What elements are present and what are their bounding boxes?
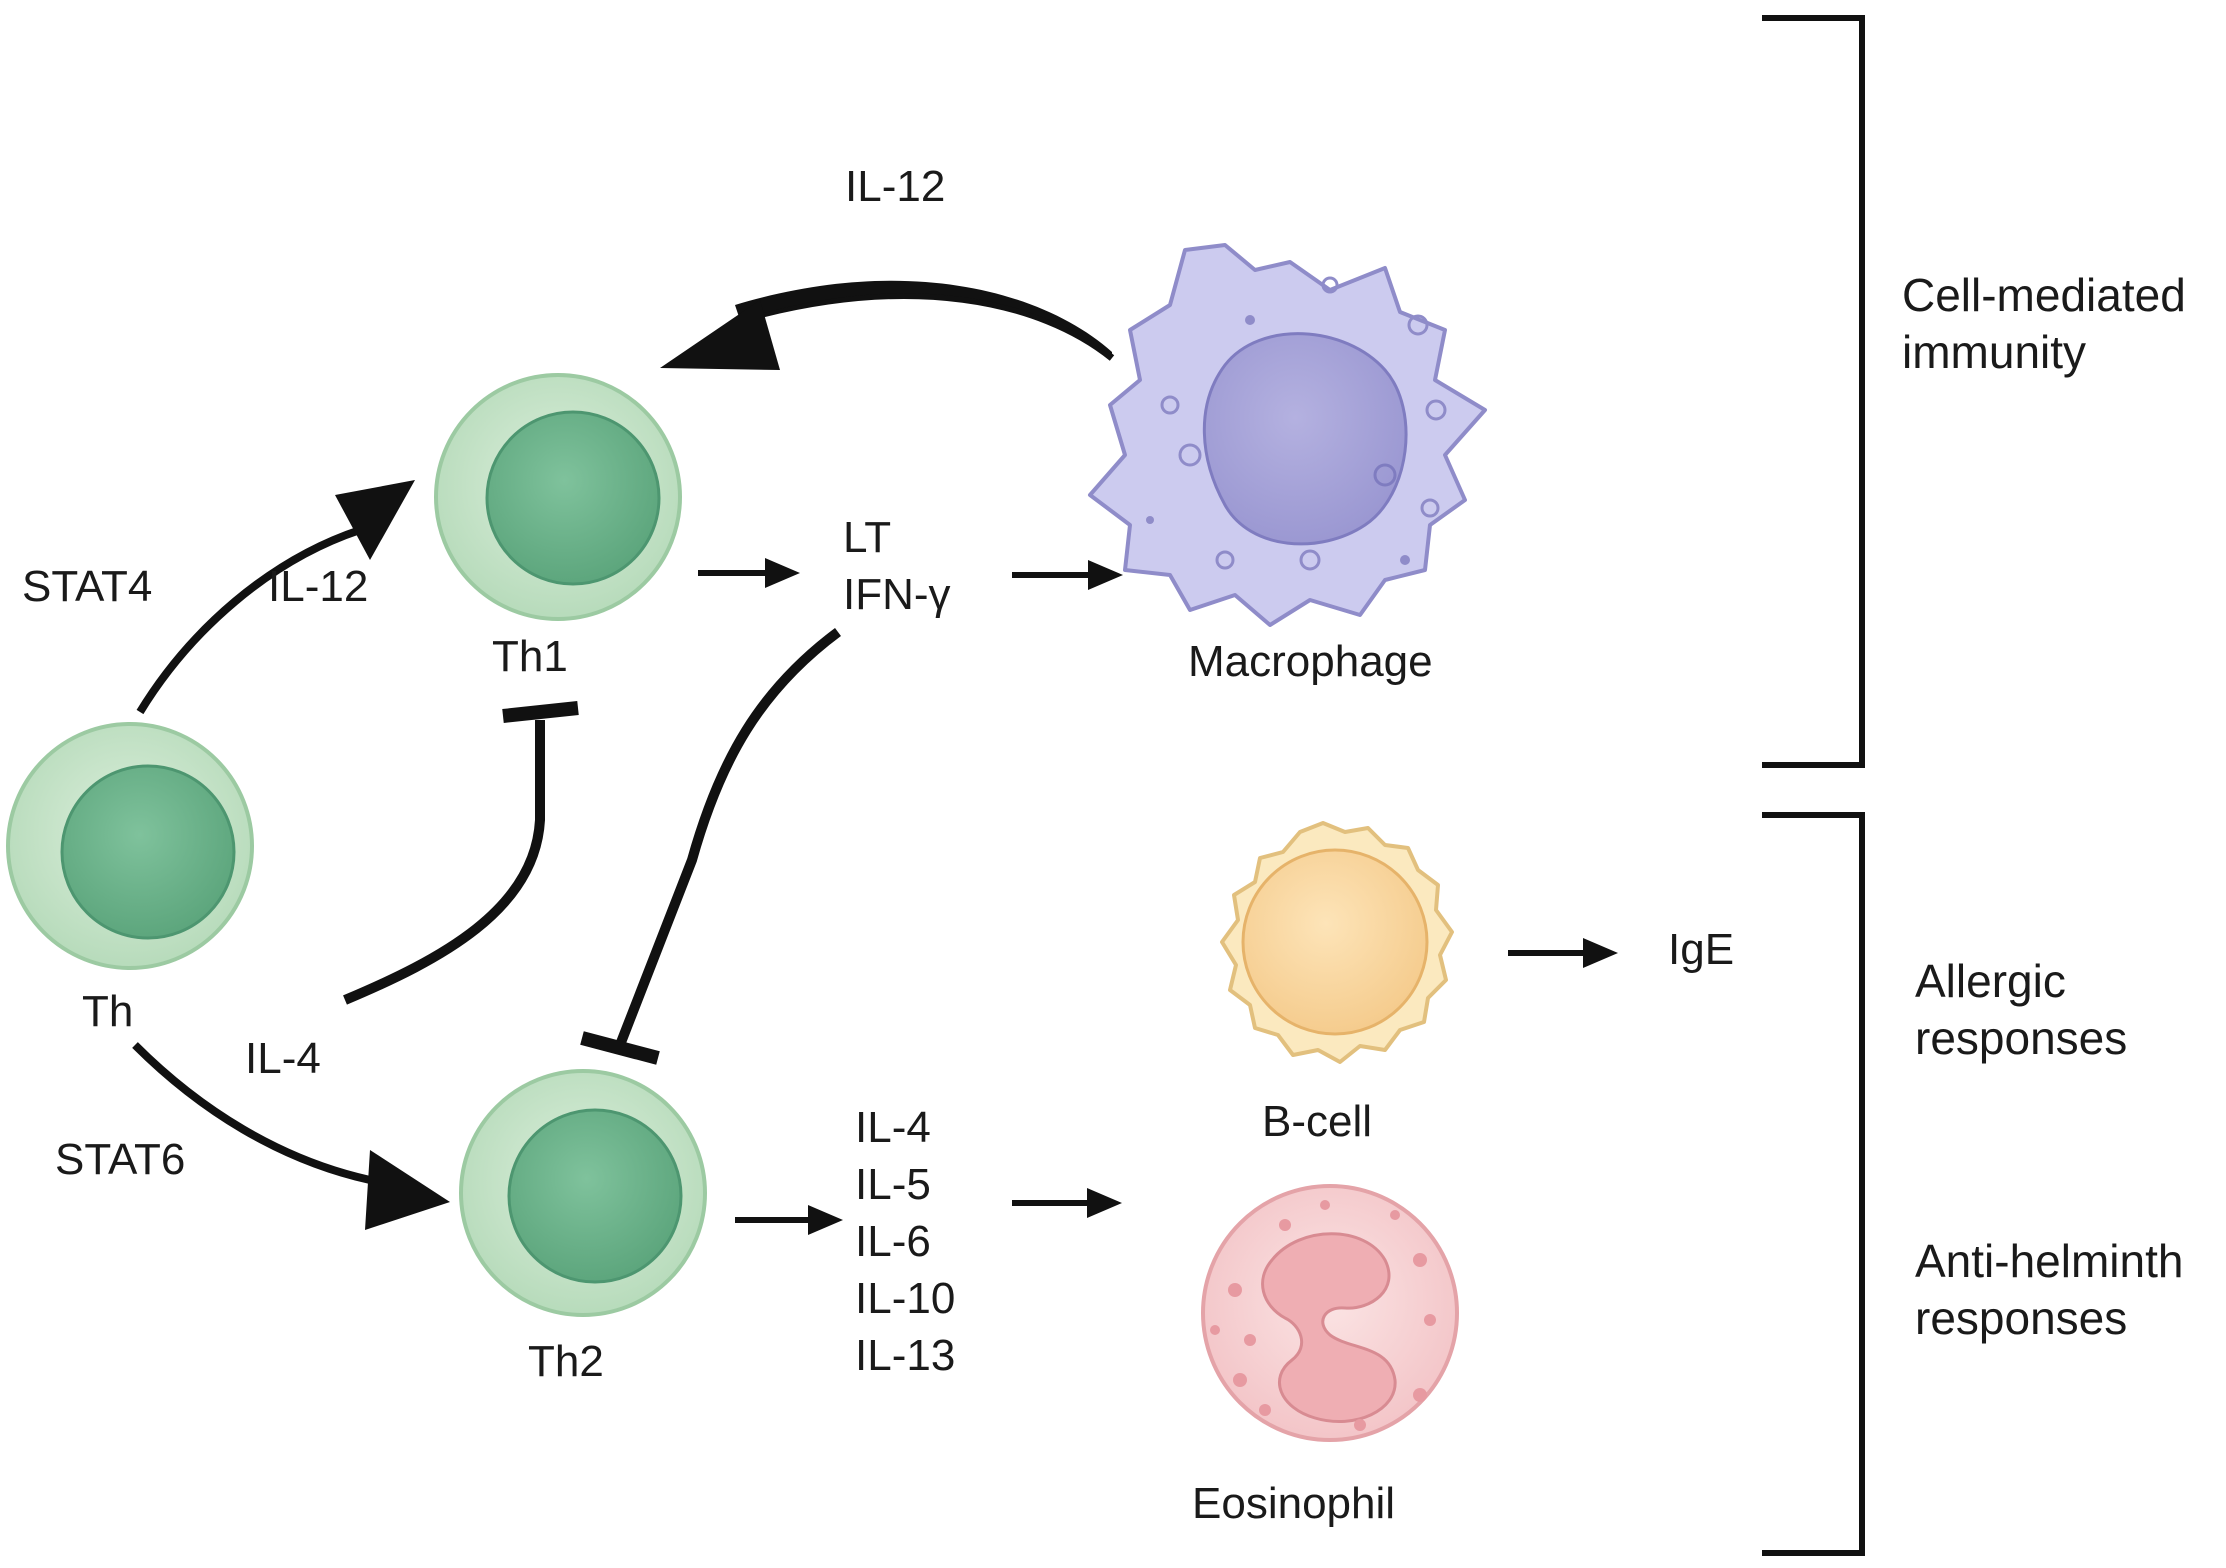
th2-cytokine: IL-6 <box>855 1217 931 1266</box>
bcell-label: B-cell <box>1262 1097 1373 1146</box>
th2-cell <box>459 1069 707 1317</box>
ifng-inhibits-th2 <box>580 627 841 1065</box>
outcome-line: Allergic <box>1915 955 2066 1007</box>
cytokines-to-macrophage-arrow <box>1012 560 1123 590</box>
th2-label: Th2 <box>528 1337 604 1386</box>
b-cell <box>1220 821 1454 1064</box>
outcome-line: responses <box>1915 1012 2128 1064</box>
th-cell <box>6 722 254 970</box>
bracket-th2-responses <box>1762 812 1865 1556</box>
outcome-line: Anti-helminth <box>1915 1235 2184 1287</box>
th2-to-cytokines-arrow <box>735 1205 843 1235</box>
il4-label: IL-4 <box>245 1034 321 1083</box>
th-label: Th <box>82 987 134 1036</box>
cytokines-to-cells-arrow <box>1012 1188 1122 1218</box>
macrophage-cell <box>1088 243 1487 627</box>
th2-cytokine: IL-5 <box>855 1160 931 1209</box>
il12-left-label: IL-12 <box>268 562 369 611</box>
allergic-responses-label: Allergic responses <box>1915 953 2127 1067</box>
cell-mediated-immunity-label: Cell-mediated immunity <box>1902 267 2186 381</box>
th2-cytokine: IL-10 <box>855 1274 956 1323</box>
th-to-th2-arrow <box>132 1042 450 1230</box>
il4-inhibits-th1 <box>343 701 579 1005</box>
th1-cytokine-list: LT IFN-γ <box>843 509 951 623</box>
eosinophil-cell <box>1201 1184 1459 1442</box>
outcome-line: responses <box>1915 1292 2128 1344</box>
th2-cytokine: IL-13 <box>855 1331 956 1380</box>
ige-label: IgE <box>1668 925 1735 974</box>
th2-cytokine: IL-4 <box>855 1103 931 1152</box>
stat6-label: STAT6 <box>55 1135 186 1184</box>
outcome-line: immunity <box>1902 326 2087 378</box>
th-to-th1-arrow <box>136 480 415 715</box>
th1-label: Th1 <box>492 632 568 681</box>
outcome-line: Cell-mediated <box>1902 269 2186 321</box>
stat4-label: STAT4 <box>22 562 153 611</box>
th1-cytokine: LT <box>843 513 892 562</box>
th1-cell <box>434 373 682 621</box>
macrophage-to-th1-arrow <box>660 280 1115 370</box>
th2-cytokine-list: IL-4 IL-5 IL-6 IL-10 IL-13 <box>855 1099 955 1384</box>
il12-top-label: IL-12 <box>845 162 946 211</box>
bracket-cell-mediated <box>1762 15 1865 768</box>
anti-helminth-responses-label: Anti-helminth responses <box>1915 1233 2183 1347</box>
th1-to-cytokines-arrow <box>698 558 800 588</box>
bcell-to-ige-arrow <box>1508 938 1618 968</box>
macrophage-label: Macrophage <box>1188 637 1433 686</box>
eosinophil-label: Eosinophil <box>1192 1479 1396 1528</box>
th1-cytokine: IFN-γ <box>843 570 951 619</box>
